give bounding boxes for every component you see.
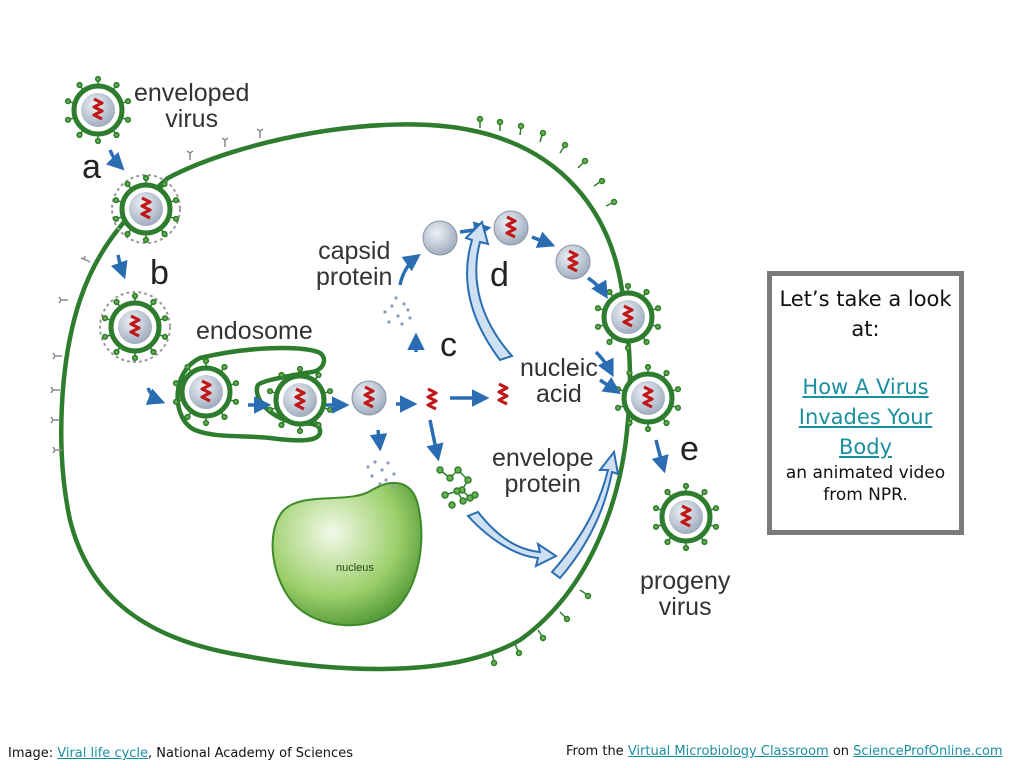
step-d: d [490, 256, 509, 294]
budding-virus-2-icon [616, 365, 681, 432]
progeny-virus-icon [654, 484, 719, 551]
label-nucleus: nucleus [336, 562, 374, 574]
large-arrow-up [464, 220, 514, 362]
callout-desc-line1: an animated video [785, 463, 946, 483]
callout-intro: Let’s take a look at: [779, 287, 952, 341]
footer-source-credit: From the Virtual Microbiology Classroom … [566, 744, 1003, 759]
viral-life-cycle-diagram [50, 0, 760, 672]
membrane-receptors [50, 128, 264, 454]
footer-image-credit: Image: Viral life cycle, National Academ… [8, 746, 353, 761]
step-e: e [680, 430, 699, 468]
label-progeny-virus: progeny virus [640, 568, 730, 620]
label-envelope-protein: envelope protein [492, 445, 593, 497]
label-line: progeny [640, 567, 731, 595]
footer-left-prefix: Image: [8, 746, 58, 761]
label-line: protein [316, 263, 393, 291]
video-link[interactable]: How A Virus Invades Your Body [798, 375, 933, 459]
assembled-capsid-icon [494, 211, 528, 245]
virus-binding-icon [111, 175, 181, 243]
capsid-fragments [366, 296, 412, 488]
scienceprofonline-link[interactable]: ScienceProfOnline.com [853, 744, 1003, 759]
label-capsid-protein: capsid protein [316, 238, 392, 290]
virus-entering-icon [99, 291, 171, 363]
assembled-capsid-2-icon [556, 245, 590, 279]
capsid-protein-sphere [422, 220, 458, 256]
large-arrow-to-membrane [550, 449, 620, 580]
large-arrow-envelope [466, 510, 558, 568]
step-c: c [440, 326, 457, 364]
footer-right-prefix: From the [566, 744, 628, 759]
label-line: acid [535, 380, 582, 408]
membrane-spikes [476, 115, 618, 667]
step-b: b [150, 254, 169, 292]
label-line: protein [504, 470, 581, 498]
capsid-release-icon [352, 381, 386, 415]
label-line: enveloped [134, 79, 250, 107]
label-line: nucleic [520, 354, 598, 382]
footer-right-middle: on [828, 744, 854, 759]
label-endosome: endosome [196, 317, 313, 345]
nucleus [271, 482, 423, 627]
enveloped-virus-icon [66, 77, 131, 144]
callout-box: Let’s take a look at: How A Virus Invade… [767, 271, 964, 535]
step-a: a [82, 148, 101, 186]
callout-spacer [778, 344, 953, 372]
label-line: virus [165, 105, 219, 133]
cell-membrane [59, 122, 633, 672]
label-line: envelope [492, 444, 594, 472]
label-line: capsid [318, 237, 391, 265]
footer-left-suffix: , National Academy of Sciences [148, 746, 353, 761]
callout-desc-line2: from NPR. [823, 485, 908, 505]
virtual-microbiology-classroom-link[interactable]: Virtual Microbiology Classroom [627, 744, 829, 759]
viral-life-cycle-link[interactable]: Viral life cycle [57, 746, 149, 761]
label-line: virus [658, 593, 712, 621]
label-enveloped-virus: enveloped virus [134, 80, 249, 132]
label-nucleic-acid: nucleic acid [520, 355, 598, 407]
flow-arrows [105, 149, 669, 474]
envelope-protein-cluster [436, 466, 479, 509]
